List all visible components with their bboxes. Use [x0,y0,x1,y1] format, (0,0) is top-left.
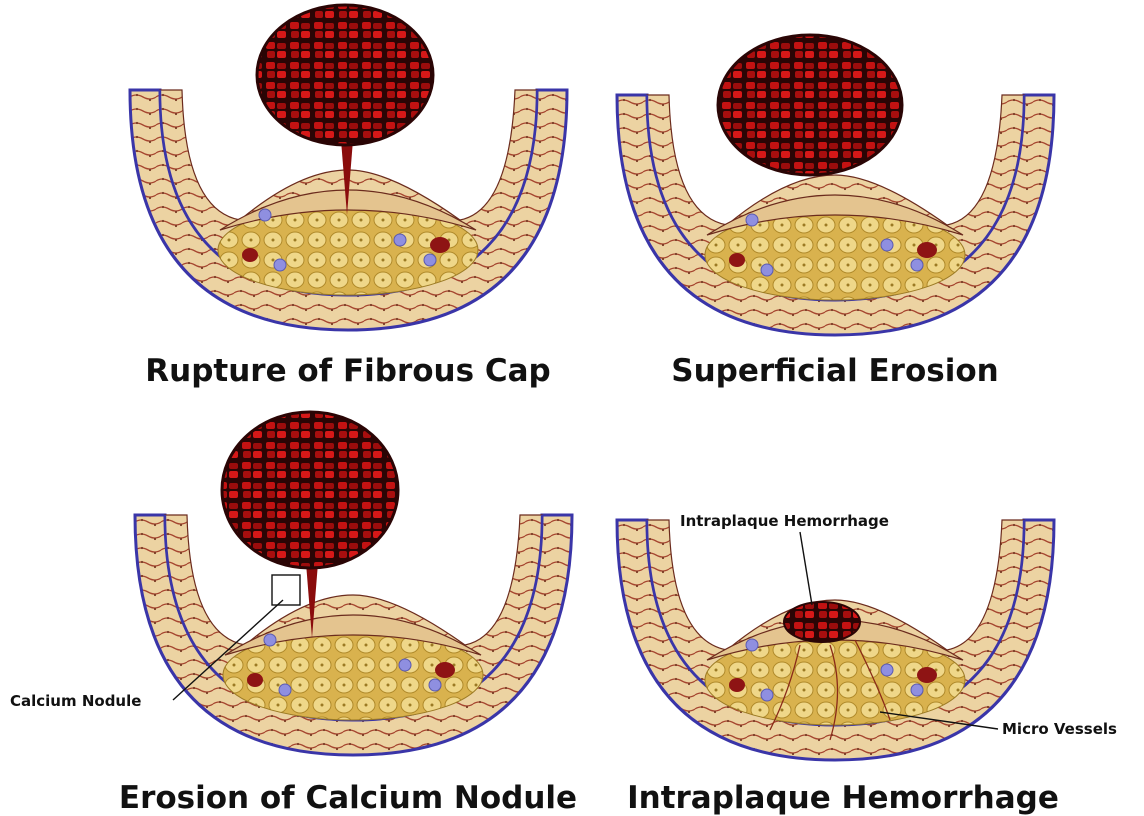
macrophage-cell [429,679,441,691]
thrombus-body [718,35,902,175]
macrophage-cell [746,214,758,226]
macrophage-cell [399,659,411,671]
label-calcium-nodule: Calcium Nodule [10,692,141,710]
caption-erosion: Superficial Erosion [671,353,998,389]
macrophage-cell [911,259,923,271]
hemorrhage-spot [917,242,937,258]
caption-calcium: Erosion of Calcium Nodule [119,780,577,816]
macrophage-cell [911,684,923,696]
macrophage-cell [881,664,893,676]
label-micro-vessels: Micro Vessels [1002,720,1117,738]
macrophage-cell [279,684,291,696]
hemorrhage-spot [430,237,450,253]
macrophage-cell [394,234,406,246]
macrophage-cell [264,634,276,646]
thrombus [257,5,433,215]
caption-hemorrhage: Intraplaque Hemorrhage [627,780,1059,816]
macrophage-cell [424,254,436,266]
macrophage-cell [761,689,773,701]
hemorrhage-spot [242,248,258,262]
caption-rupture: Rupture of Fibrous Cap [145,353,550,389]
macrophage-cell [259,209,271,221]
leader-hemorrhage [800,532,812,605]
hemorrhage-spot [729,253,745,267]
macrophage-cell [274,259,286,271]
intraplaque-hemorrhage-clot [784,602,860,642]
macrophage-cell [761,264,773,276]
hemorrhage-spot [435,662,455,678]
label-intraplaque-hemorrhage: Intraplaque Hemorrhage [680,512,889,530]
hemorrhage-spot [247,673,263,687]
thrombus-body [222,412,398,568]
thrombus [718,35,902,175]
hemorrhage-spot [729,678,745,692]
calcium-nodule-box [272,575,300,605]
macrophage-cell [746,639,758,651]
thrombus-body [257,5,433,145]
macrophage-cell [881,239,893,251]
hemorrhage-spot [917,667,937,683]
